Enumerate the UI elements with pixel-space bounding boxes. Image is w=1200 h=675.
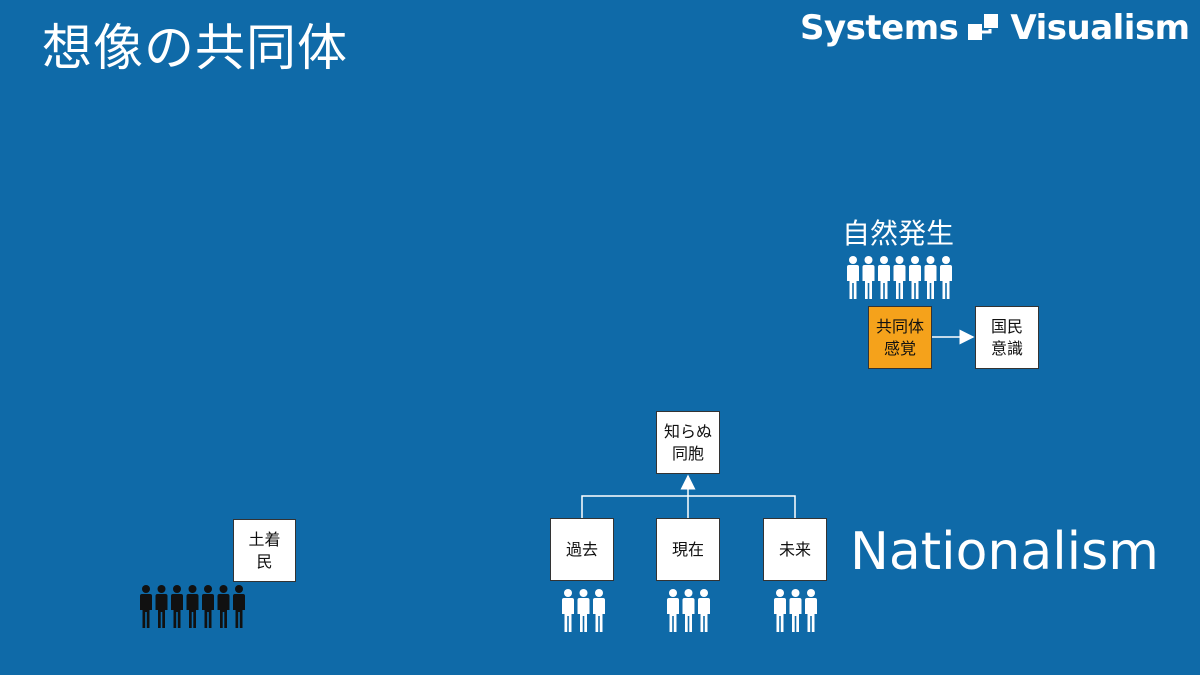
box-mirai-label: 未来	[778, 539, 811, 559]
person-icon	[924, 256, 937, 299]
person-icon	[593, 589, 605, 632]
people-group-kako	[562, 589, 605, 632]
brand-left-text: Systems	[800, 8, 959, 48]
people-group-shizen	[847, 256, 952, 299]
label-nationalism: Nationalism	[850, 522, 1159, 582]
systems-logo-icon	[968, 14, 999, 40]
tree-connector	[581, 495, 796, 518]
person-icon	[186, 585, 199, 628]
box-genzai: 現在	[656, 518, 720, 581]
label-shizen: 自然発生	[842, 217, 955, 250]
person-icon	[667, 589, 679, 632]
box-shiranu: 知らぬ 同胞	[656, 411, 720, 474]
box-dochakumin: 土着 民	[233, 519, 296, 582]
box-mirai: 未来	[763, 518, 827, 581]
person-icon	[577, 589, 590, 632]
person-icon	[878, 256, 890, 299]
people-group-genzai	[667, 589, 710, 632]
person-icon	[682, 589, 695, 632]
people-group-mirai	[774, 589, 817, 632]
page-title: 想像の共同体	[42, 19, 348, 77]
box-kako: 過去	[550, 518, 614, 581]
person-icon	[805, 589, 817, 632]
box-kyodotai: 共同体 感覚	[868, 306, 932, 369]
person-icon	[862, 256, 875, 299]
box-kokumin-label: 国民 意識	[990, 316, 1023, 358]
brand-logo: Systems Visualism	[800, 8, 1190, 48]
box-genzai-label: 現在	[671, 539, 704, 559]
box-kyodotai-label: 共同体 感覚	[875, 316, 924, 358]
person-icon	[171, 585, 183, 628]
person-icon	[155, 585, 168, 628]
person-icon	[562, 589, 574, 632]
person-icon	[789, 589, 802, 632]
person-icon	[217, 585, 230, 628]
box-kako-label: 過去	[565, 539, 598, 559]
person-icon	[140, 585, 152, 628]
person-icon	[698, 589, 710, 632]
person-icon	[774, 589, 786, 632]
box-dochakumin-label: 土着 民	[248, 529, 281, 571]
person-icon	[909, 256, 921, 299]
box-shiranu-label: 知らぬ 同胞	[663, 421, 712, 463]
person-icon	[202, 585, 214, 628]
person-icon	[233, 585, 245, 628]
box-kokumin: 国民 意識	[975, 306, 1039, 369]
person-icon	[893, 256, 906, 299]
person-icon	[847, 256, 859, 299]
person-icon	[940, 256, 952, 299]
people-group-dochakumin	[140, 585, 245, 628]
brand-right-text: Visualism	[1010, 8, 1190, 48]
